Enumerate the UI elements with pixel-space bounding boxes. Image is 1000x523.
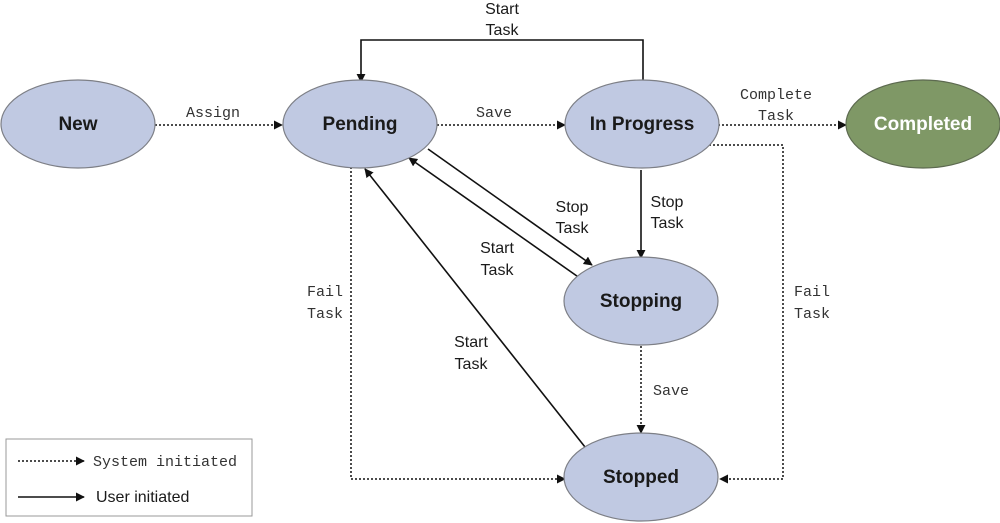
state-pending-label: Pending xyxy=(323,114,398,135)
label-start-task-top-line1: Start xyxy=(485,1,519,18)
label-complete-task-line2: Task xyxy=(758,108,794,125)
state-in-progress-shape xyxy=(564,79,720,169)
state-stopping-shape xyxy=(563,256,719,346)
state-stopped-shape xyxy=(563,432,719,522)
state-in-progress-label: In Progress xyxy=(590,114,695,135)
edge-pending-to-stopping xyxy=(427,148,593,266)
state-pending-shape xyxy=(282,79,438,169)
label-fail-task-right-line2: Task xyxy=(794,306,830,323)
label-start-task-stopping-line1: Start xyxy=(480,240,514,257)
label-start-task-stopped-line2: Task xyxy=(455,356,489,373)
label-save-pending: Save xyxy=(476,105,512,122)
label-stop-task-pending-line2: Task xyxy=(556,220,590,237)
state-completed-shape xyxy=(845,79,1000,169)
label-fail-task-left-line2: Task xyxy=(307,306,343,323)
label-complete-task-line1: Complete xyxy=(740,87,812,104)
state-new-shape xyxy=(0,79,156,169)
edge-inprogress-to-pending-loop xyxy=(356,39,644,83)
legend: System initiated User initiated xyxy=(5,438,253,517)
legend-user-initiated: User initiated xyxy=(96,489,189,506)
legend-box xyxy=(5,438,253,517)
state-new-label: New xyxy=(58,114,97,135)
legend-system-initiated: System initiated xyxy=(93,454,237,471)
state-completed: Completed xyxy=(845,79,1000,169)
label-fail-task-left-line1: Fail xyxy=(307,284,343,301)
edge-pending-fail-to-stopped xyxy=(350,167,566,484)
label-start-task-top-line2: Task xyxy=(486,22,520,39)
label-stop-task-pending-line1: Stop xyxy=(556,199,589,216)
label-save-stopping: Save xyxy=(653,383,689,400)
state-stopped: Stopped xyxy=(563,432,719,522)
state-pending: Pending xyxy=(282,79,438,169)
label-start-task-stopped-line1: Start xyxy=(454,334,488,351)
label-start-task-stopping-line2: Task xyxy=(481,262,515,279)
state-stopped-label: Stopped xyxy=(603,467,679,488)
state-in-progress: In Progress xyxy=(564,79,720,169)
edges xyxy=(155,39,847,484)
label-stop-task-inprogress-line2: Task xyxy=(651,215,685,232)
state-new: New xyxy=(0,79,156,169)
label-assign: Assign xyxy=(186,105,240,122)
label-fail-task-right-line1: Fail xyxy=(794,284,830,301)
state-completed-label: Completed xyxy=(874,114,972,135)
state-stopping: Stopping xyxy=(563,256,719,346)
label-stop-task-inprogress-line1: Stop xyxy=(651,194,684,211)
state-stopping-label: Stopping xyxy=(600,291,682,312)
edge-stopped-to-pending xyxy=(364,168,586,448)
edge-inprogress-fail-to-stopped xyxy=(709,144,784,484)
edge-stopping-to-pending xyxy=(408,157,585,282)
